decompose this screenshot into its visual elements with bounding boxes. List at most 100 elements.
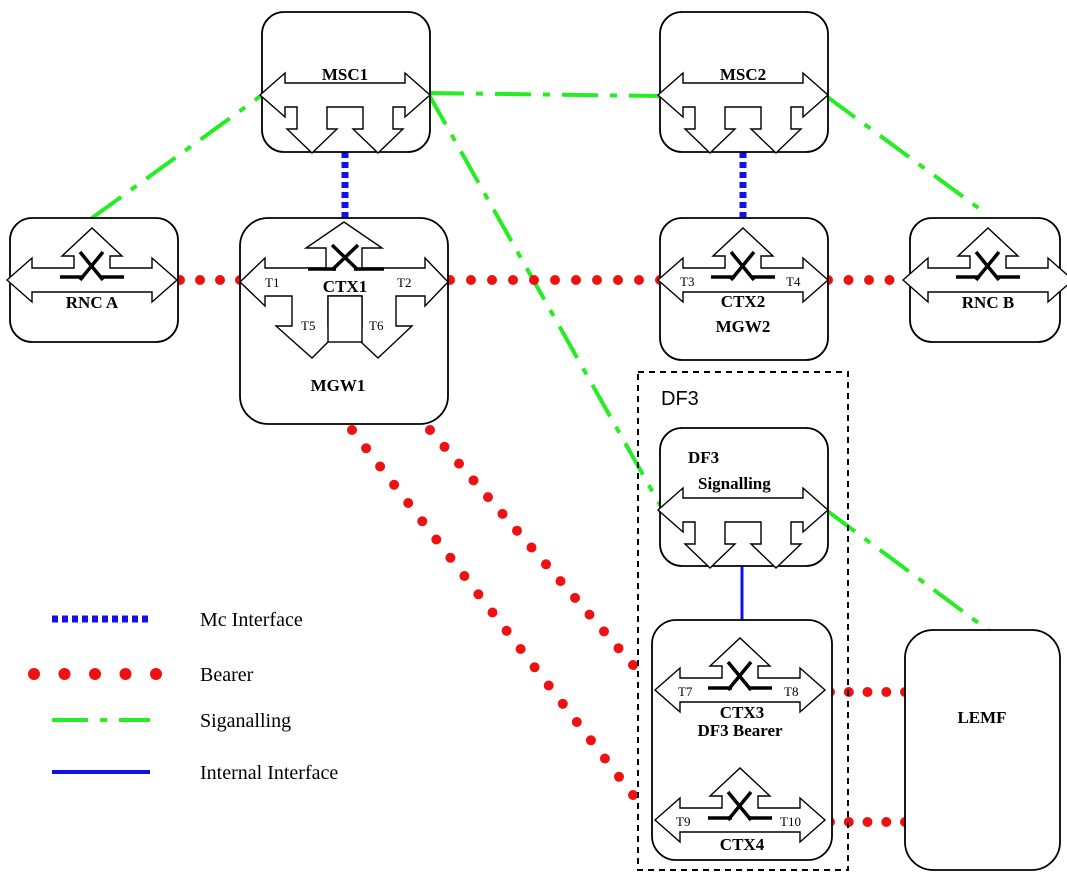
rnc-a-label: RNC A [66, 293, 119, 312]
df3-group: DF3 [637, 371, 849, 871]
rnc-b-label: RNC B [962, 293, 1014, 312]
t2-label: T2 [397, 275, 411, 290]
bearer-dot [375, 461, 386, 472]
msc1-label: MSC1 [322, 65, 368, 84]
bearer-dot [541, 559, 551, 570]
mgw2-node[interactable]: T3 T4 CTX2 MGW2 [657, 217, 829, 361]
ctx4-label: CTX4 [720, 835, 765, 854]
bearer-dot [570, 592, 580, 603]
mc-interface-links [341, 152, 747, 218]
t1-label: T1 [265, 275, 279, 290]
bearer-dot [501, 625, 512, 636]
mgw1-label: MGW1 [311, 376, 366, 395]
bearer-dot [529, 662, 540, 673]
t10-label: T10 [780, 814, 801, 829]
bearer-dot [526, 542, 537, 553]
bearer-dot [150, 668, 162, 680]
bearer-dot [599, 626, 609, 637]
bearer-dot [862, 817, 873, 827]
t6-label: T6 [369, 318, 384, 333]
bearer-dot [487, 275, 497, 285]
bearer-dot [543, 680, 554, 691]
legend: Mc Interface Bearer Siganalling Internal… [28, 609, 338, 784]
bearer-dot [417, 516, 428, 527]
bearer-dot [628, 790, 638, 800]
rnc-b-node[interactable]: RNC B [902, 217, 1067, 343]
bearer-dot [403, 498, 414, 508]
rnc-a-node[interactable]: RNC A [6, 217, 179, 343]
legend-bearer-swatch [28, 668, 162, 680]
bearer-dot [862, 687, 873, 697]
t4-label: T4 [786, 274, 801, 289]
legend-mc-label: Mc Interface [200, 609, 303, 631]
msc1-node[interactable]: MSC1 [259, 11, 431, 154]
bearer-dot [497, 508, 508, 519]
signalling-links [90, 91, 990, 632]
ctx2-label: CTX2 [721, 292, 765, 311]
bearer-dot [557, 698, 568, 709]
df3-signalling-label-line2: Signalling [698, 474, 771, 493]
sig-link-msc1-msc2 [427, 91, 661, 98]
ctx1-label: CTX1 [323, 277, 367, 296]
bearer-dot [119, 668, 132, 680]
bearer-dot [445, 552, 456, 563]
df3-signalling-label-line1: DF3 [688, 448, 719, 467]
bearer-link-rnca-mgw1 [175, 275, 245, 285]
msc2-label: MSC2 [720, 65, 766, 84]
bearer-dot [592, 275, 602, 285]
bearer-dot [884, 275, 895, 285]
t8-label: T8 [784, 684, 798, 699]
bearer-dot [487, 607, 498, 618]
bearer-dot [473, 589, 484, 600]
bearer-dot [512, 525, 522, 536]
mgw2-label: MGW2 [716, 317, 771, 336]
bearer-dot [58, 668, 71, 680]
bearer-dot [28, 668, 40, 680]
bearer-dot [613, 643, 624, 654]
bearer-dot [555, 576, 566, 587]
bearer-dot [881, 817, 892, 827]
sig-link-df3-lemf [824, 508, 990, 632]
legend-internal-label: Internal Interface [200, 762, 338, 784]
bearer-dot [584, 609, 595, 620]
bearer-dot [571, 275, 581, 285]
bearer-dot [439, 441, 450, 452]
bearer-dot [389, 479, 400, 490]
bearer-dot [864, 275, 874, 285]
df3-bearer-label: DF3 Bearer [697, 721, 783, 740]
bearer-dot [454, 458, 464, 469]
t5-label: T5 [301, 318, 315, 333]
bearer-dot [515, 644, 526, 654]
bearer-link-mgw1-mgw2 [445, 275, 665, 285]
t3-label: T3 [680, 274, 694, 289]
msc2-node[interactable]: MSC2 [657, 11, 829, 154]
bearer-dot [585, 735, 596, 746]
lemf-node[interactable]: LEMF [904, 629, 1061, 871]
bearer-dot [425, 425, 435, 435]
bearer-dot [468, 475, 479, 486]
ctx3-label: CTX3 [720, 703, 764, 722]
bearer-link-ctx4-lemf [825, 817, 910, 827]
bearer-dot [466, 275, 476, 285]
df3-signalling-node[interactable]: DF3 Signalling [657, 427, 829, 569]
sig-link-rnca-msc1 [90, 93, 264, 220]
sig-link-msc1-df3 [426, 92, 662, 506]
legend-signalling-label: Siganalling [200, 710, 291, 732]
bearer-dot [215, 275, 225, 285]
bearer-dot [508, 275, 518, 285]
bearer-dot [614, 771, 624, 782]
bearer-dot [843, 275, 854, 285]
bearer-dot [361, 443, 372, 454]
df3-bearer-node[interactable]: T7 T8 CTX3 DF3 Bearer T9 T10 CTX4 [651, 619, 833, 861]
bearer-link-mgw1-ctx3 [387, 373, 638, 670]
bearer-dot [571, 717, 582, 727]
bearer-link-ctx3-lemf [825, 687, 910, 697]
bearer-dot [459, 571, 470, 581]
t9-label: T9 [676, 814, 690, 829]
mgw1-node[interactable]: CTX1 T1 T2 T5 T6 MGW1 [238, 217, 449, 425]
bearer-dot [634, 275, 644, 285]
bearer-dot [89, 668, 101, 680]
bearer-dot [599, 753, 610, 764]
bearer-dot [195, 275, 205, 285]
